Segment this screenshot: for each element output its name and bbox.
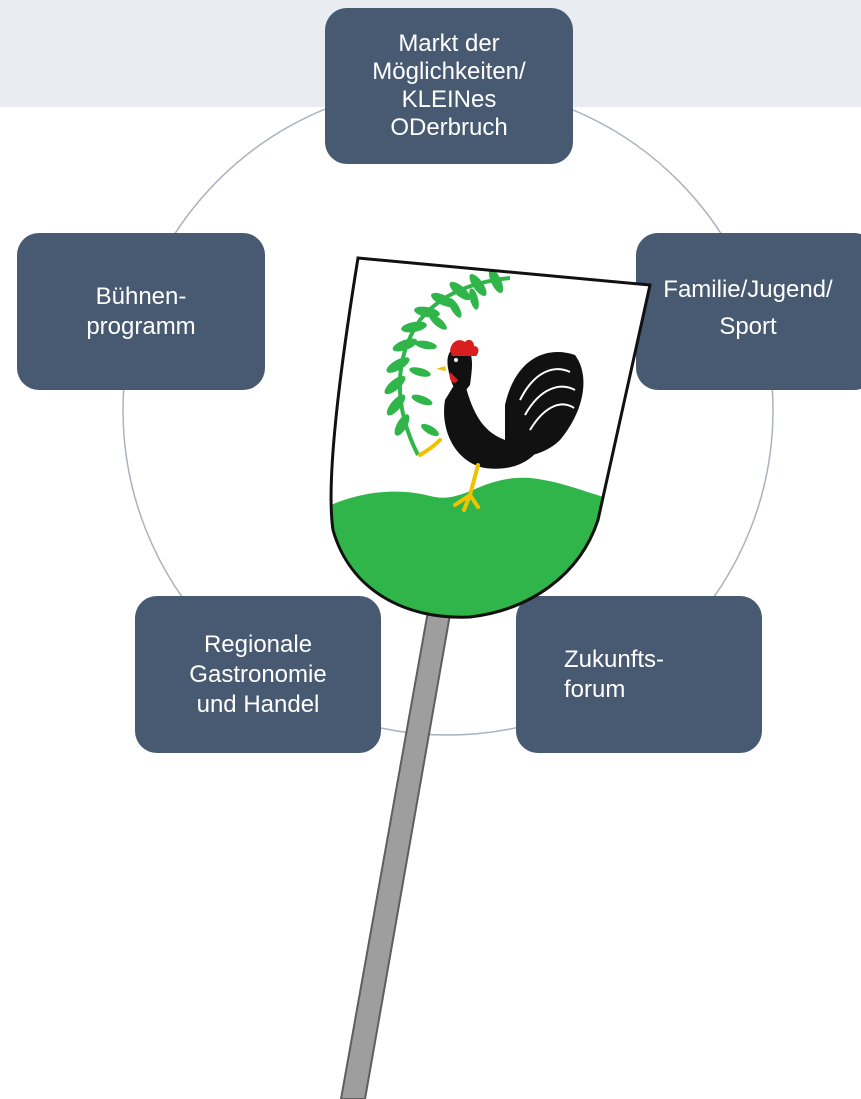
node-familie-jugend-sport: Familie/Jugend/ Sport <box>636 233 861 390</box>
node-zukunftsforum: Zukunfts- forum <box>516 596 762 753</box>
node-regional-line-1: Regionale <box>203 630 313 658</box>
node-markt-line-2: Möglichkeiten/ <box>372 58 526 85</box>
node-buehne-line-2: programm <box>86 312 196 340</box>
node-buehnenprogramm: Bühnen- programm <box>17 233 265 390</box>
node-markt-line-4: ODerbruch <box>390 114 508 141</box>
sign-pole <box>339 598 454 1099</box>
node-markt-der-moeglichkeiten: Markt der Möglichkeiten/ KLEINes ODerbru… <box>325 8 573 164</box>
coat-of-arms-rooster-icon <box>329 256 652 619</box>
node-regional-line-2: Gastronomie <box>189 660 327 688</box>
node-buehne-line-1: Bühnen- <box>95 282 187 310</box>
node-familie-line-2: Sport <box>719 312 777 340</box>
node-zukunft-line-1: Zukunfts- <box>564 645 665 673</box>
node-familie-line-1: Familie/Jugend/ <box>663 275 833 303</box>
node-markt-line-3: KLEINes <box>401 86 497 113</box>
node-regional-line-3: und Handel <box>196 690 320 718</box>
node-regionale-gastronomie: Regionale Gastronomie und Handel <box>135 596 381 753</box>
node-markt-line-1: Markt der <box>398 30 500 57</box>
node-zukunft-line-2: forum <box>564 675 626 703</box>
